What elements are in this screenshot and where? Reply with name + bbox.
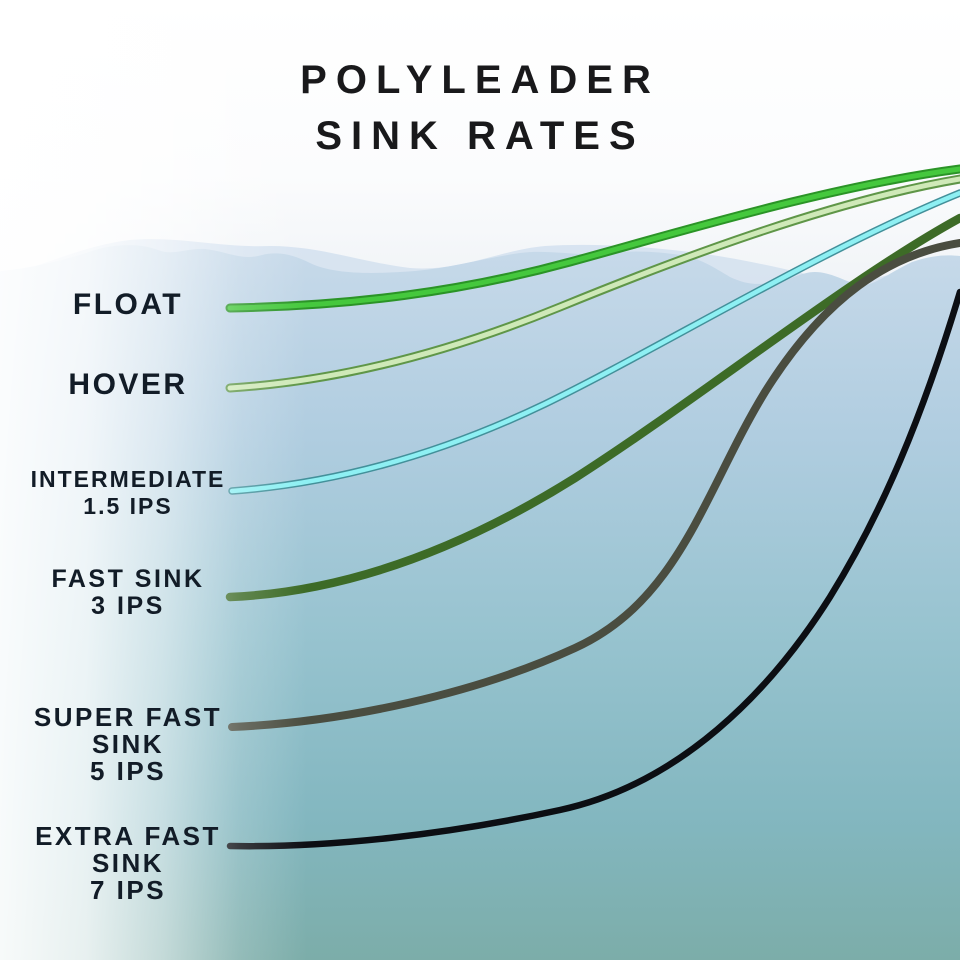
label-super-fast-sink: SUPER FAST SINK 5 IPS: [0, 704, 256, 785]
label-fast-sink-rate: 3 IPS: [91, 592, 165, 620]
label-extra-fast-sink: EXTRA FAST SINK 7 IPS: [0, 823, 256, 904]
label-super-fast-sink-rate: 5 IPS: [89, 756, 167, 786]
title-line-2: SINK RATES: [315, 114, 645, 158]
label-intermediate-rate: 1.5 IPS: [83, 493, 173, 519]
label-fast-sink-name: FAST SINK: [51, 565, 205, 593]
label-float: FLOAT: [0, 288, 256, 323]
page-title: POLYLEADER SINK RATES: [0, 52, 960, 164]
label-super-fast-sink-name: SUPER FAST SINK: [33, 702, 223, 759]
label-hover-name: HOVER: [68, 368, 188, 401]
label-fast-sink: FAST SINK 3 IPS: [0, 566, 256, 620]
label-extra-fast-sink-name: EXTRA FAST SINK: [35, 821, 221, 878]
label-extra-fast-sink-rate: 7 IPS: [89, 875, 167, 905]
label-intermediate: INTERMEDIATE 1.5 IPS: [0, 466, 256, 520]
label-intermediate-name: INTERMEDIATE: [30, 466, 226, 492]
label-float-name: FLOAT: [72, 288, 184, 321]
label-hover: HOVER: [0, 368, 256, 403]
title-line-1: POLYLEADER: [300, 58, 660, 102]
